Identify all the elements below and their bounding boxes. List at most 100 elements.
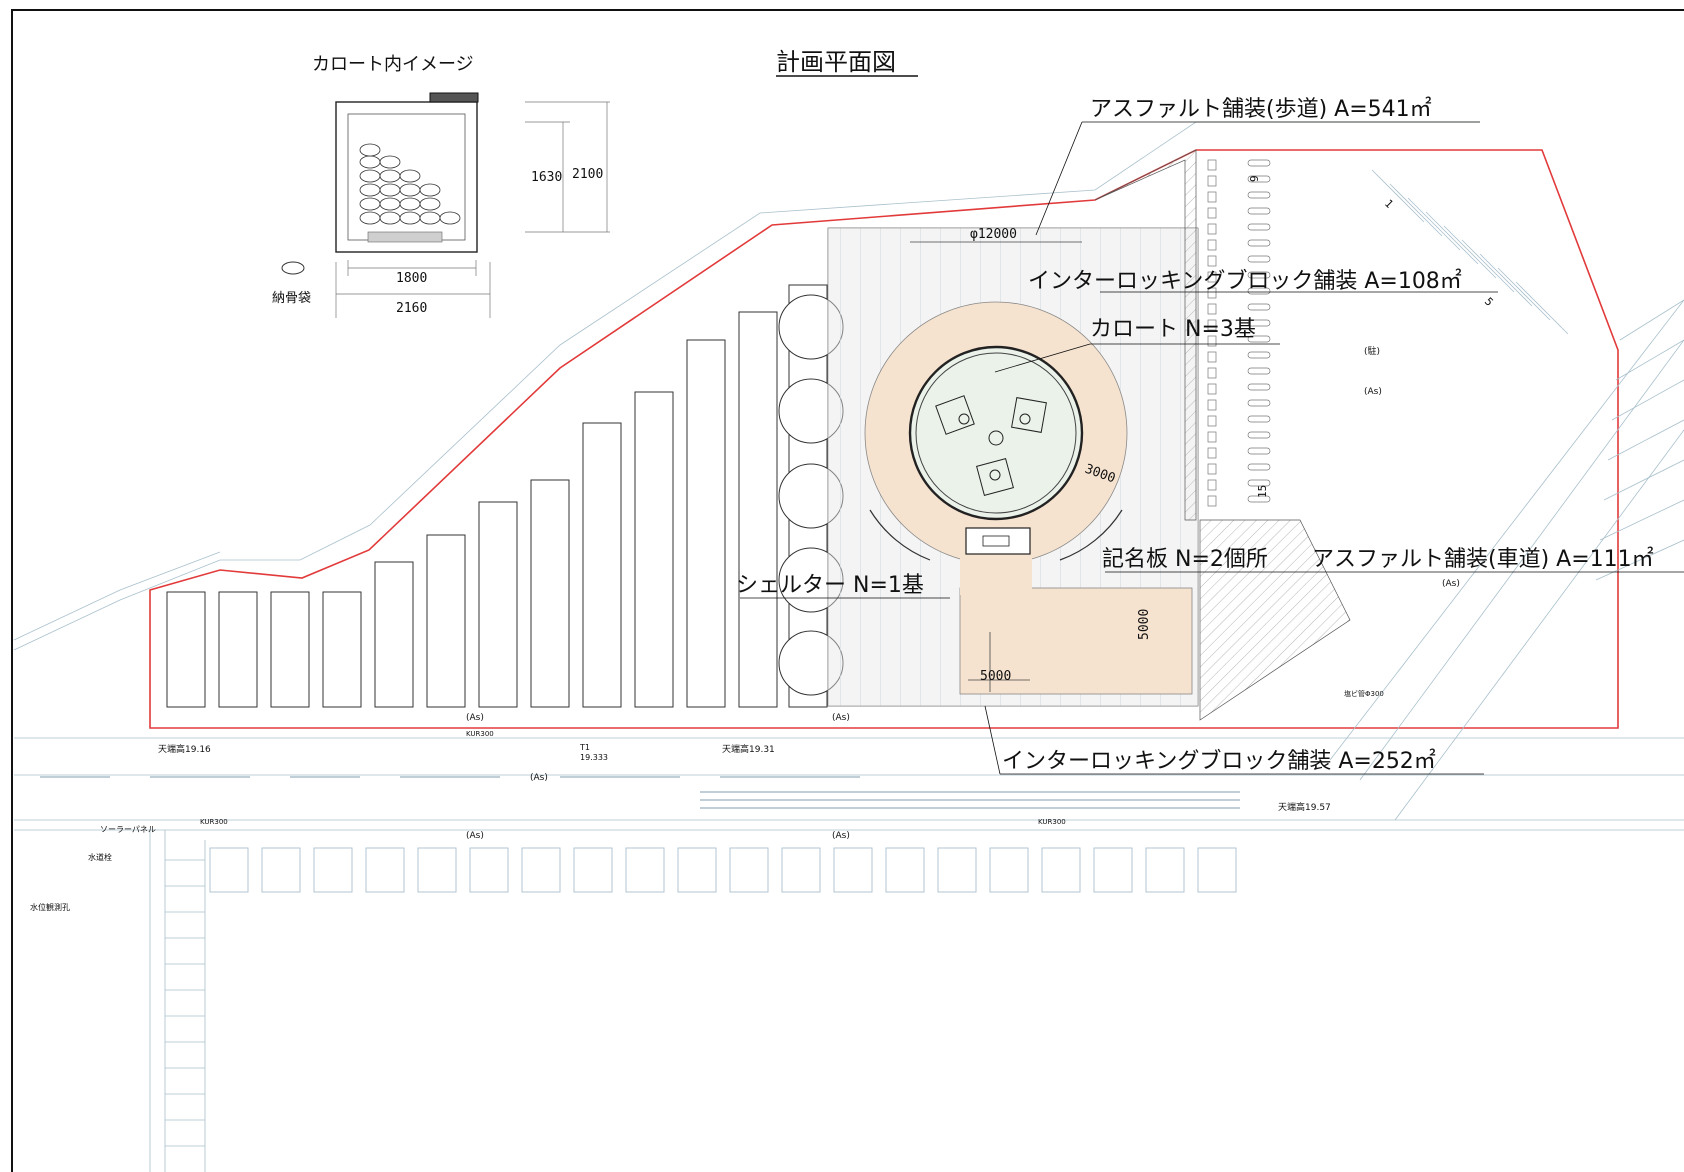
parking-stall (1207, 479, 1217, 491)
parking-stall (677, 847, 717, 893)
parking-stall (1207, 463, 1217, 475)
parking-bumper (1247, 367, 1271, 375)
callout-asphalt-walk: アスファルト舗装(歩道) A=541㎡ (1090, 96, 1432, 122)
parking-bumper (1247, 207, 1271, 215)
survey-top-height-2: 天端高19.31 (722, 743, 775, 755)
tree-circles (778, 294, 844, 696)
parking-bumper (1247, 335, 1271, 343)
dim-5000-vertical: 5000 (1137, 609, 1152, 640)
karoto-units (935, 395, 1047, 496)
label-parking: (駐) (1364, 345, 1380, 357)
inset-title: カロート内イメージ (312, 54, 474, 75)
parking-stall (1207, 399, 1217, 411)
callout-interlock-252: インターロッキングブロック舗装 A=252㎡ (1002, 748, 1436, 774)
parking-stall (365, 847, 405, 893)
parking-stall (989, 847, 1029, 893)
bone-bag (399, 211, 421, 225)
drawing-frame (11, 9, 1684, 1172)
parking-stall (1207, 287, 1217, 299)
bone-bag-stack (359, 143, 461, 225)
left-parking-column (165, 859, 205, 1147)
parking-bumper (1247, 479, 1271, 487)
parking-stall (1207, 367, 1217, 379)
parking-stall (1207, 447, 1217, 459)
diagonal-stall-line (1425, 211, 1479, 265)
diagonal-stall-line (1479, 253, 1533, 307)
burial-plot (686, 339, 726, 708)
bone-bag (359, 197, 381, 211)
parking-stall (1207, 223, 1217, 235)
label-as-7: (As) (1442, 579, 1460, 589)
dim-5000-horizontal: 5000 (980, 669, 1011, 684)
label-pvc-pipe: 塩ビ管Φ300 (1344, 689, 1384, 698)
parcel-line (1607, 419, 1684, 461)
label-water-tap: 水道栓 (88, 852, 112, 862)
diagonal-stall-line (1371, 169, 1425, 223)
diagonal-stall-line (1407, 197, 1461, 251)
callout-nameplate: 記名板 N=2個所 (1102, 547, 1268, 572)
diagonal-stall-line (1389, 183, 1443, 237)
bone-bag (439, 211, 461, 225)
bone-bag (379, 169, 401, 183)
parking-stall (1207, 351, 1217, 363)
parking-bumper (1247, 383, 1271, 391)
burial-plot (322, 591, 362, 708)
bone-bag (359, 183, 381, 197)
parking-bumper (1247, 255, 1271, 263)
bone-bag (399, 183, 421, 197)
parking-stall (1207, 207, 1217, 219)
parking-stall (573, 847, 613, 893)
asphalt-walkway-hatch (1094, 149, 1197, 521)
burial-plot (426, 534, 466, 708)
parking-stall (1207, 303, 1217, 315)
parcel-line (1603, 459, 1684, 501)
parcel-line (1611, 379, 1684, 421)
parking-bumper (1247, 271, 1271, 279)
bone-bag (419, 211, 441, 225)
parking-bumper (1247, 463, 1271, 471)
label-as-6: (As) (1364, 387, 1382, 397)
stall-number-9: 9 (1248, 175, 1261, 182)
parking-bumper (1247, 415, 1271, 423)
burial-plot (634, 391, 674, 708)
parking-stall (1207, 319, 1217, 331)
dim-phi-12000: φ12000 (970, 227, 1017, 242)
label-kur300-1: KUR300 (466, 730, 494, 738)
vertical-parking-stalls (1207, 159, 1271, 507)
stall-number-15: 15 (1256, 485, 1269, 498)
survey-point-t1-value: 19.333 (580, 753, 608, 762)
karoto-interior-inset (281, 92, 610, 318)
parking-bumper (1247, 175, 1271, 183)
parking-stall (1093, 847, 1133, 893)
parking-stall (1207, 335, 1217, 347)
parking-stall (1207, 415, 1217, 427)
parking-stall (1207, 431, 1217, 443)
bone-bag (359, 169, 381, 183)
right-parking-grid (1371, 169, 1684, 581)
parking-stall (625, 847, 665, 893)
label-as-2: (As) (832, 713, 850, 723)
label-water-level-hole: 水位観測孔 (30, 902, 70, 912)
parking-stall (261, 847, 301, 893)
burial-plot (738, 311, 778, 708)
bone-bag (419, 197, 441, 211)
parking-stall (729, 847, 769, 893)
label-kur300-3: KUR300 (200, 818, 228, 826)
parking-stall (1207, 383, 1217, 395)
parking-stall (1207, 159, 1217, 171)
parking-stall (1145, 847, 1185, 893)
nameplate-plaza (959, 587, 1193, 695)
inset-dim-2100: 2100 (572, 167, 603, 182)
parking-bumper (1247, 191, 1271, 199)
parking-stall (209, 847, 249, 893)
inset-dim-2160: 2160 (396, 301, 427, 316)
parking-bumper (1247, 239, 1271, 247)
parcel-line (1599, 499, 1684, 541)
bone-bag (379, 211, 401, 225)
inset-dim-1630: 1630 (531, 170, 562, 185)
callout-interlock-108: インターロッキングブロック舗装 A=108㎡ (1028, 268, 1462, 294)
parking-bumper (1247, 159, 1271, 167)
label-as-3: (As) (530, 773, 548, 783)
bottom-parking-stalls (209, 847, 1237, 893)
